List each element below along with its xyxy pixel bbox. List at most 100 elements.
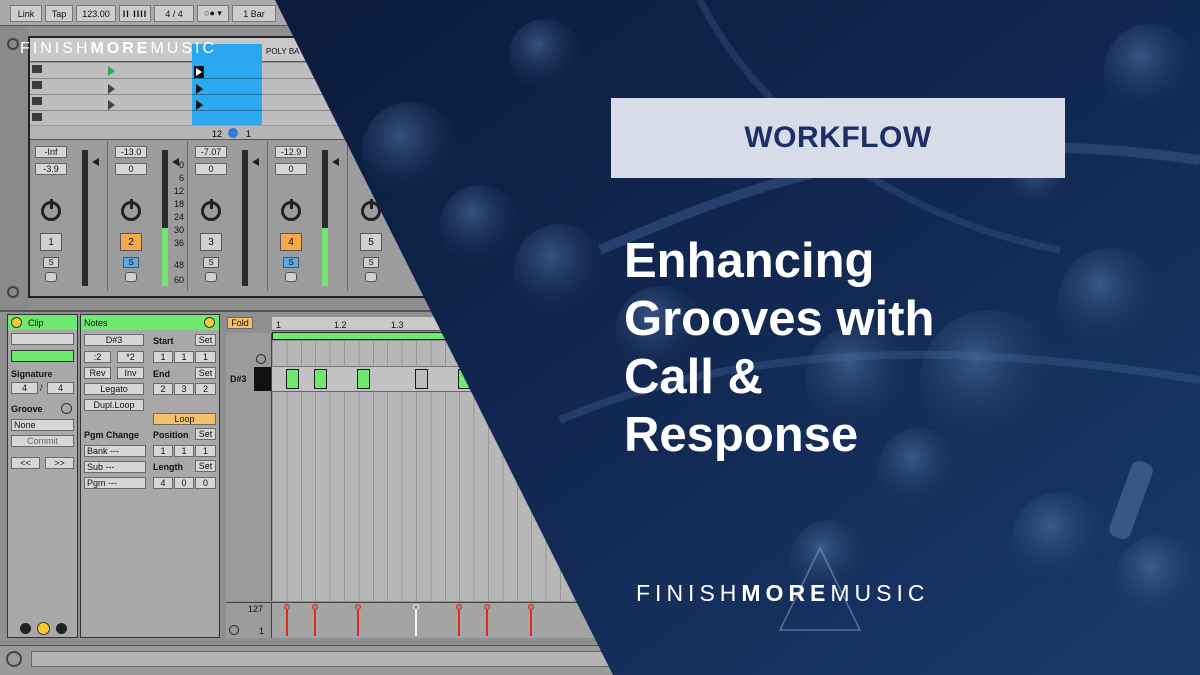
solo-button[interactable]: S <box>123 257 139 268</box>
position-sixteenth-field[interactable]: 1 <box>195 445 216 457</box>
start-bar-field[interactable]: 1 <box>153 351 173 363</box>
signature-denominator[interactable]: 4 <box>47 382 74 394</box>
arm-button-icon[interactable] <box>365 272 377 282</box>
legato-button[interactable]: Legato <box>84 383 144 395</box>
velocity-handle[interactable] <box>355 604 361 610</box>
clip-color-select[interactable] <box>11 350 74 362</box>
volume-readout[interactable]: -12.9 <box>275 146 307 158</box>
transpose-field[interactable]: D#3 <box>84 334 144 346</box>
length-set-button[interactable]: Set <box>195 460 216 472</box>
clip-play-icon[interactable] <box>108 66 115 76</box>
midi-note[interactable] <box>286 369 299 389</box>
arm-button-icon[interactable] <box>205 272 217 282</box>
solo-button[interactable]: S <box>203 257 219 268</box>
signature-field[interactable]: 4 / 4 <box>154 5 194 22</box>
position-bar-field[interactable]: 1 <box>153 445 173 457</box>
link-button[interactable]: Link <box>10 5 42 22</box>
volume-fader-icon[interactable] <box>332 158 339 166</box>
position-beat-field[interactable]: 1 <box>174 445 194 457</box>
signature-numerator[interactable]: 4 <box>11 382 38 394</box>
end-set-button[interactable]: Set <box>195 367 216 379</box>
info-toggle-icon[interactable] <box>6 651 22 667</box>
length-beat-field[interactable]: 0 <box>174 477 194 489</box>
track-activator-button[interactable]: 3 <box>200 233 222 251</box>
velocity-bar[interactable] <box>530 608 532 636</box>
clip-play-icon[interactable] <box>108 100 115 110</box>
nudge-buttons[interactable]: II IIII <box>119 5 151 22</box>
velocity-bar[interactable] <box>314 608 316 636</box>
clip-play-icon[interactable] <box>108 84 115 94</box>
groove-select[interactable]: None <box>11 419 74 431</box>
launch-toggle-icon[interactable] <box>20 623 31 634</box>
loop-button[interactable]: Loop <box>153 413 216 425</box>
pan-readout[interactable]: 0 <box>275 163 307 175</box>
velocity-handle[interactable] <box>484 604 490 610</box>
program-field[interactable]: Pgm --- <box>84 477 146 489</box>
commit-button[interactable]: Commit <box>11 435 74 447</box>
tempo-field[interactable]: 123.00 <box>76 5 116 22</box>
track-activator-button[interactable]: 4 <box>280 233 302 251</box>
start-sixteenth-field[interactable]: 1 <box>195 351 216 363</box>
routing-dial-icon[interactable] <box>228 128 238 138</box>
envelopes-toggle-icon[interactable] <box>56 623 67 634</box>
loop-brace[interactable] <box>272 332 640 340</box>
midi-note[interactable] <box>314 369 327 389</box>
pan-readout[interactable]: 0 <box>195 163 227 175</box>
length-sixteenth-field[interactable]: 0 <box>195 477 216 489</box>
notes-hotswap-icon[interactable] <box>204 317 215 328</box>
arm-button-icon[interactable] <box>125 272 137 282</box>
quantize-select[interactable]: 1 Bar <box>232 5 276 22</box>
sub-bank-field[interactable]: Sub --- <box>84 461 146 473</box>
velocity-bar[interactable] <box>415 608 417 636</box>
halve-button[interactable]: :2 <box>84 351 111 363</box>
clip-next-button[interactable]: >> <box>45 457 74 469</box>
clip-prev-button[interactable]: << <box>11 457 40 469</box>
routing-value[interactable]: 12 <box>212 129 223 139</box>
reverse-button[interactable]: Rev <box>84 367 111 379</box>
volume-fader-icon[interactable] <box>172 158 179 166</box>
double-button[interactable]: *2 <box>117 351 144 363</box>
start-beat-field[interactable]: 1 <box>174 351 194 363</box>
volume-readout[interactable]: -13.0 <box>115 146 147 158</box>
end-beat-field[interactable]: 3 <box>174 383 194 395</box>
midi-note[interactable] <box>458 369 471 389</box>
position-set-button[interactable]: Set <box>195 428 216 440</box>
velocity-handle[interactable] <box>413 604 419 610</box>
pan-readout[interactable]: -3.9 <box>35 163 67 175</box>
velocity-bar[interactable] <box>357 608 359 636</box>
start-set-button[interactable]: Set <box>195 334 216 346</box>
piano-key-active[interactable] <box>254 367 271 391</box>
clip-activator-icon[interactable] <box>11 317 22 328</box>
arm-button-icon[interactable] <box>285 272 297 282</box>
volume-readout[interactable]: -Inf <box>35 146 67 158</box>
velocity-handle[interactable] <box>528 604 534 610</box>
track-activator-button[interactable]: 5 <box>360 233 382 251</box>
volume-fader-icon[interactable] <box>92 158 99 166</box>
solo-button[interactable]: S <box>363 257 379 268</box>
notes-toggle-icon[interactable] <box>37 622 50 635</box>
metronome-button[interactable]: ○● ▾ <box>197 5 229 22</box>
solo-button[interactable]: S <box>283 257 299 268</box>
tap-button[interactable]: Tap <box>45 5 73 22</box>
overview-toggle-icon[interactable] <box>7 286 19 298</box>
clip-play-icon[interactable] <box>196 84 203 94</box>
solo-button[interactable]: S <box>43 257 59 268</box>
clip-play-icon[interactable] <box>196 100 203 110</box>
velocity-handle[interactable] <box>284 604 290 610</box>
midi-note[interactable] <box>357 369 370 389</box>
bank-field[interactable]: Bank --- <box>84 445 146 457</box>
length-bar-field[interactable]: 4 <box>153 477 173 489</box>
track-activator-button[interactable]: 1 <box>40 233 62 251</box>
duplicate-loop-button[interactable]: Dupl.Loop <box>84 399 144 411</box>
routing-value[interactable]: 1 <box>246 129 252 139</box>
midi-note-muted[interactable] <box>415 369 428 389</box>
browser-toggle-icon[interactable] <box>7 38 19 50</box>
volume-readout[interactable]: -7.07 <box>195 146 227 158</box>
velocity-bar[interactable] <box>486 608 488 636</box>
pan-readout[interactable]: 0 <box>115 163 147 175</box>
end-sixteenth-field[interactable]: 2 <box>195 383 216 395</box>
velocity-bar[interactable] <box>286 608 288 636</box>
invert-button[interactable]: Inv <box>117 367 144 379</box>
fold-button[interactable]: Fold <box>227 317 253 329</box>
groove-hotswap-icon[interactable] <box>61 403 72 414</box>
